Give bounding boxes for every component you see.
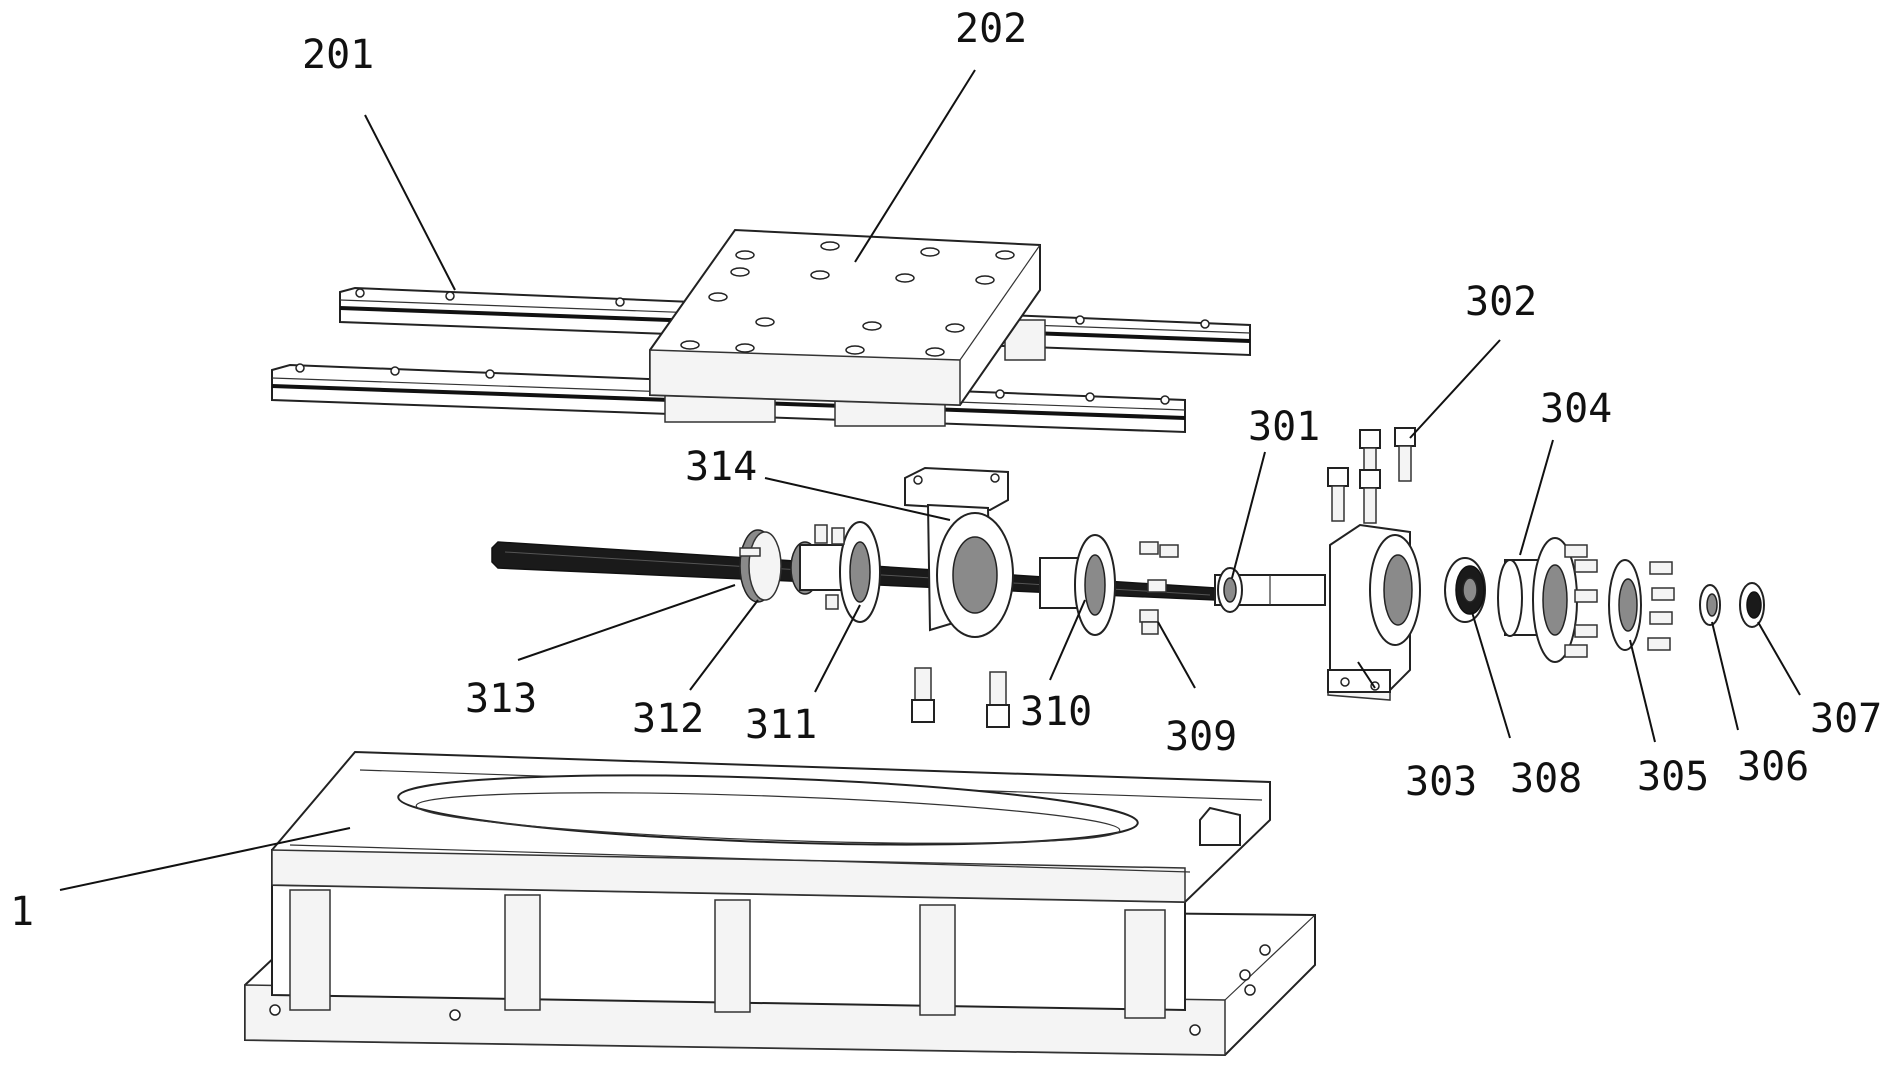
lock-ring (1699, 584, 1721, 626)
callout-1: 1 (10, 889, 34, 935)
bearing (1444, 557, 1486, 623)
base-frame (244, 750, 1316, 1057)
bolts (1327, 427, 1416, 524)
nut-flange (790, 521, 881, 623)
callout-310: 310 (1020, 689, 1092, 735)
leader-lines (59, 69, 1801, 891)
slide-table (649, 228, 1046, 427)
lock-nut (1739, 582, 1765, 628)
callout-304: 304 (1540, 386, 1612, 432)
callout-312: 312 (632, 696, 704, 742)
callout-305: 305 (1637, 754, 1709, 800)
callout-301: 301 (1248, 404, 1320, 450)
callout-314: 314 (685, 444, 757, 490)
callout-311: 311 (745, 702, 817, 748)
callout-labels: 1 201 202 301 302 303 304 305 306 307 30… (10, 6, 1882, 935)
callout-309: 309 (1165, 714, 1237, 760)
small-screws (1139, 541, 1179, 635)
callout-201: 201 (302, 32, 374, 78)
nut-bearing (1039, 534, 1116, 636)
motor-seat (1327, 523, 1421, 701)
nut-seat (904, 466, 1014, 638)
callout-303: 303 (1405, 759, 1477, 805)
seat-bolts (911, 667, 1010, 728)
callout-308: 308 (1510, 756, 1582, 802)
end-collar (739, 529, 782, 603)
flange-plate (1608, 559, 1675, 651)
callout-307: 307 (1810, 696, 1882, 742)
flange-housing (1497, 537, 1598, 663)
callout-313: 313 (465, 676, 537, 722)
callout-202: 202 (955, 6, 1027, 52)
callout-302: 302 (1465, 279, 1537, 325)
coupling (1214, 567, 1326, 613)
callout-306: 306 (1737, 744, 1809, 790)
